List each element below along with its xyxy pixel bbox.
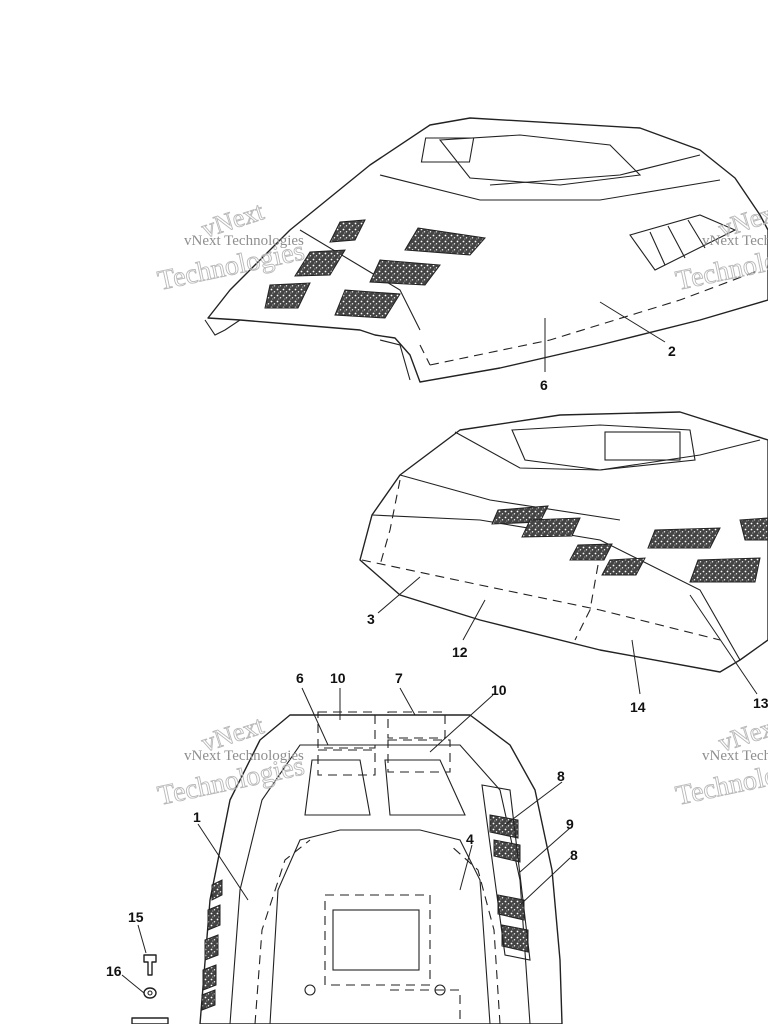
washer-16	[143, 987, 157, 999]
callout-6-bottom: 6	[296, 670, 304, 686]
grommet	[131, 1017, 169, 1025]
left-vent-2	[207, 904, 221, 931]
bottom-inner-opening	[269, 829, 491, 1025]
left-vent-1	[211, 879, 223, 901]
callout-14: 14	[630, 699, 646, 715]
right-vent-3	[497, 894, 525, 921]
left-vent-4	[202, 964, 217, 991]
callout-3: 3	[367, 611, 375, 627]
bottom-window	[332, 909, 420, 971]
left-vent-5	[201, 989, 216, 1011]
top-vent-4	[404, 227, 486, 256]
left-vent-3	[204, 934, 219, 961]
top-ridge	[489, 154, 701, 186]
callout-10-right: 10	[491, 682, 507, 698]
hood-middle-view	[359, 411, 768, 673]
callout-7: 7	[395, 670, 403, 686]
decal-10-right	[387, 739, 451, 773]
top-vent-2	[294, 249, 346, 277]
callout-6-top: 6	[540, 377, 548, 393]
leader-lines	[121, 301, 758, 994]
top-window-frame	[438, 134, 642, 186]
hood-middle-outline	[359, 411, 768, 673]
callout-9: 9	[566, 816, 574, 832]
callout-2: 2	[668, 343, 676, 359]
screw-15	[143, 954, 157, 976]
top-vent-6	[334, 289, 401, 319]
right-vent-2	[493, 839, 521, 863]
top-vent-1	[329, 219, 366, 243]
middle-decal-line	[361, 559, 721, 641]
hood-bottom-outline	[199, 714, 563, 1025]
callout-labels: 6 2 3 12 14 13 6 10 7 10 8 9 8 1 4 15 16	[106, 343, 768, 979]
callout-12: 12	[452, 644, 468, 660]
middle-window	[604, 431, 681, 461]
middle-vent-4	[601, 557, 646, 576]
callout-8-lower: 8	[570, 847, 578, 863]
callout-15: 15	[128, 909, 144, 925]
right-vent-4	[501, 924, 529, 953]
middle-vent-5	[647, 527, 721, 549]
callout-10-left: 10	[330, 670, 346, 686]
top-side-louvers	[629, 214, 737, 271]
callout-16: 16	[106, 963, 122, 979]
watermark-small-4: vNext Technologies	[702, 748, 768, 764]
hood-top-view	[204, 117, 768, 383]
top-vent-3	[264, 282, 311, 309]
top-vent-5	[369, 259, 441, 286]
middle-vent-3	[569, 543, 613, 561]
hood-bottom-view	[131, 711, 563, 1025]
middle-vent-2	[521, 517, 581, 538]
middle-window-frame	[511, 424, 696, 471]
watermark-small-3: vNext Technologies	[184, 748, 304, 764]
watermark-small-2: vNext Technologies	[702, 233, 768, 249]
right-vent-panel	[481, 784, 531, 961]
callout-1: 1	[193, 809, 201, 825]
callout-13: 13	[753, 695, 768, 711]
top-window	[420, 137, 475, 163]
middle-vent-7	[739, 517, 768, 541]
callout-8-upper: 8	[557, 768, 565, 784]
watermark-small-1: vNext Technologies	[184, 233, 304, 249]
middle-vent-6	[689, 557, 761, 583]
callout-4: 4	[466, 831, 474, 847]
top-decal-line	[429, 269, 761, 366]
decal-10-left	[317, 711, 376, 749]
